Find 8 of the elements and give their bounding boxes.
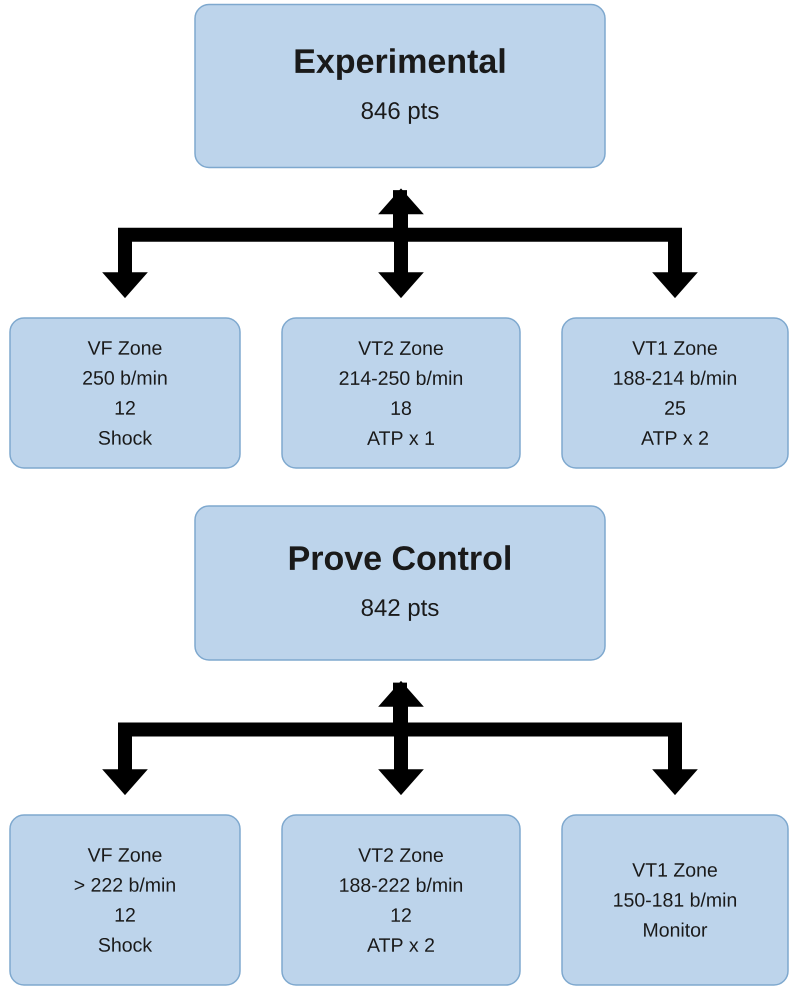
zone-box: VT1 Zone 150-181 b/min Monitor	[561, 814, 789, 986]
zone-box: VF Zone 250 b/min 12 Shock	[9, 317, 241, 469]
group-box: Experimental 846 pts	[194, 4, 606, 168]
zone-box: VT2 Zone 214-250 b/min 18 ATP x 1	[281, 317, 521, 469]
group-box: Prove Control 842 pts	[194, 505, 606, 661]
zone-box: VT1 Zone 188-214 b/min 25 ATP x 2	[561, 317, 789, 469]
zone-box: VT2 Zone 188-222 b/min 12 ATP x 2	[281, 814, 521, 986]
zone-box: VF Zone > 222 b/min 12 Shock	[9, 814, 241, 986]
